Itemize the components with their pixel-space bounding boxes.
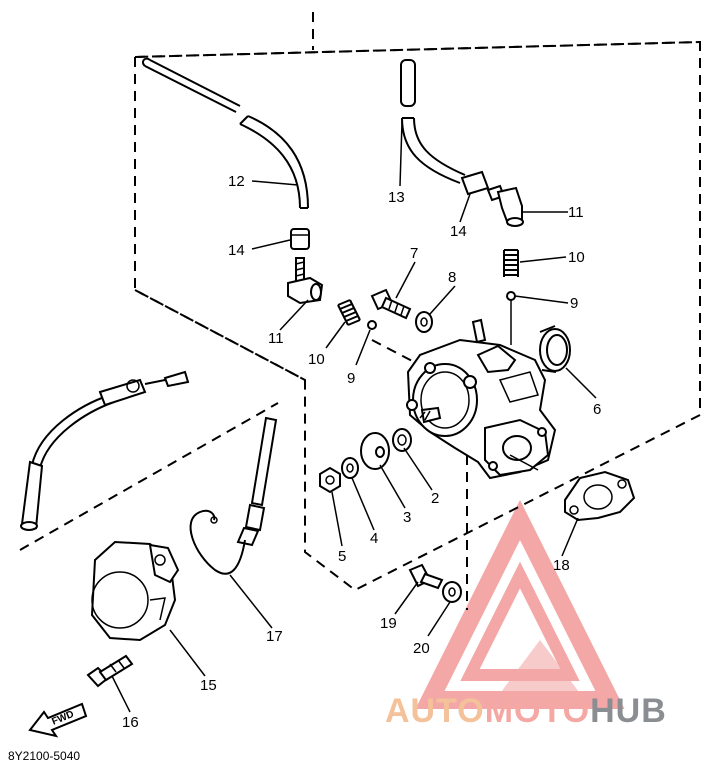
callout-19: 19 [380, 615, 397, 632]
watermark-auto: AUTO [385, 692, 485, 730]
oil-seal-6 [539, 325, 571, 373]
callout-10-right: 10 [568, 249, 585, 266]
bolt-19 [408, 563, 444, 590]
callout-9-left: 9 [347, 370, 355, 387]
spring-10-right [503, 249, 519, 277]
watermark-moto: MOTO [485, 692, 590, 730]
watermark-text: AUTOMOTOHUB [385, 692, 667, 730]
callout-7: 7 [410, 245, 418, 262]
svg-text:AUTOMOTOHUB: AUTOMOTOHUB [385, 692, 667, 730]
callout-17: 17 [266, 628, 283, 645]
callout-18: 18 [553, 557, 570, 574]
collar-14-left [290, 228, 310, 250]
dashed-assembly-boundary [19, 12, 701, 610]
gasket-18 [564, 470, 636, 522]
collar-14-right [460, 170, 490, 196]
callout-20: 20 [413, 640, 430, 657]
callout-6: 6 [593, 401, 601, 418]
pump-cable [20, 370, 190, 531]
oil-pump-body [406, 318, 557, 480]
bolt-7 [370, 288, 412, 320]
elbow-nipple-11-left [287, 257, 324, 305]
nut-5 [319, 466, 341, 494]
elbow-nipple-11-right [486, 184, 524, 227]
hose-12 [141, 57, 309, 209]
plate-3 [360, 432, 390, 470]
watermark-logo [415, 499, 625, 709]
fwd-arrow: FWD [28, 702, 88, 738]
watermark-hub: HUB [590, 692, 667, 730]
washer-20 [442, 581, 462, 603]
callout-16: 16 [122, 714, 139, 731]
leader-lines [111, 121, 597, 713]
callout-11-left: 11 [268, 330, 284, 347]
washer-4 [341, 457, 359, 479]
spring-10-left [337, 299, 361, 326]
callout-12: 12 [228, 173, 245, 190]
callout-10-left: 10 [308, 351, 325, 368]
hose-13 [400, 59, 466, 184]
callout-2: 2 [431, 490, 439, 507]
callout-15: 15 [200, 677, 217, 694]
washer-2 [392, 428, 412, 452]
drawing-code: 8Y2100-5040 [8, 749, 80, 763]
delivery-pipe-17 [189, 416, 278, 575]
callout-3: 3 [403, 509, 411, 526]
callout-14-right: 14 [450, 223, 467, 240]
washer-8 [415, 311, 433, 333]
callout-labels: 12 14 11 10 9 7 8 13 14 11 10 9 6 2 3 4 … [122, 173, 601, 731]
callout-13: 13 [388, 189, 405, 206]
callout-5: 5 [338, 548, 346, 565]
pump-cover-15 [90, 540, 180, 642]
callout-11-right: 11 [568, 204, 584, 221]
callout-9-right: 9 [570, 295, 578, 312]
callout-4: 4 [370, 530, 378, 547]
ball-9-right [506, 291, 516, 301]
ball-9-left [367, 320, 377, 330]
callout-14-left: 14 [228, 242, 245, 259]
screw-16 [86, 654, 134, 688]
callout-8: 8 [448, 269, 456, 286]
